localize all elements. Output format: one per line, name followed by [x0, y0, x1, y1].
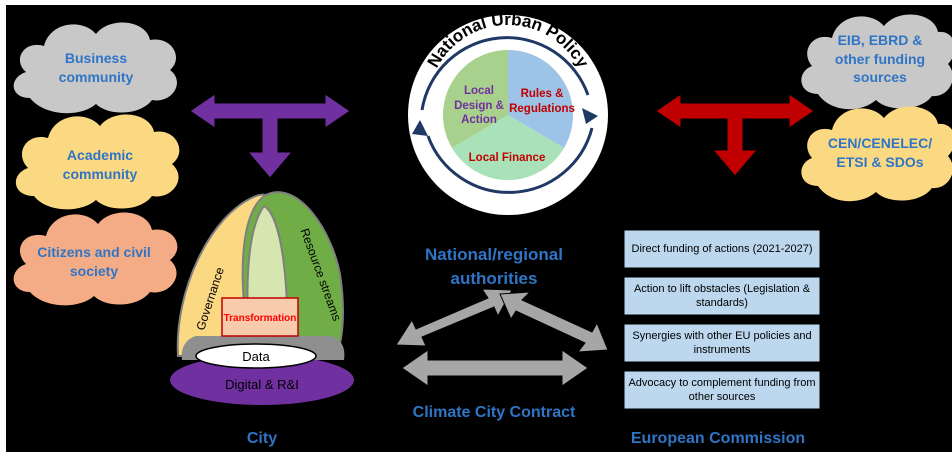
- segment-local-finance: [452, 115, 564, 180]
- city-diagram: Governance Resource streams Transformati…: [170, 191, 354, 405]
- cloud-academic-community: [15, 114, 180, 210]
- transformation-box: [221, 297, 299, 337]
- transformation-label: Transformation: [224, 313, 297, 324]
- red-t-arrow: [655, 93, 815, 177]
- cloud-label-funding: EIB, EBRD & other funding sources: [834, 31, 926, 86]
- climate-city-contract-label: Climate City Contract: [413, 404, 576, 421]
- cloud-label-business: Business community: [58, 50, 134, 85]
- action-lift-obstacles: Action to lift obstacles (Legislation & …: [633, 282, 811, 309]
- cloud-funding-sources: [801, 14, 952, 110]
- grey-triangle-arrows: [395, 288, 609, 387]
- city-label: City: [247, 430, 277, 447]
- cloud-label-standards: CEN/CENELEC/ ETSI & SDOs: [827, 135, 933, 170]
- commission-action-boxes: [623, 229, 821, 410]
- cloud-label-citizens: Citizens and civil society: [37, 244, 151, 279]
- policy-circle: National Urban Policy Local Policy &: [408, 10, 608, 239]
- data-ellipse: [195, 343, 317, 369]
- segment-local-design: [442, 50, 508, 148]
- digital-ri-label: Digital & R&I: [225, 377, 299, 392]
- action-synergies: Synergies with other EU policies and ins…: [632, 329, 812, 356]
- european-commission-label: European Commission: [631, 430, 805, 447]
- segment-label-local-design: Local Design & Action: [454, 84, 504, 127]
- action-advocacy: Advocacy to complement funding from othe…: [628, 376, 816, 403]
- segment-rules-regulations: [508, 50, 573, 148]
- purple-t-arrow: [189, 93, 351, 179]
- cloud-citizens-civil-society: [13, 212, 178, 306]
- segment-label-rules: Rules & Regulations: [509, 88, 575, 115]
- cloud-standardisation-bodies: [801, 106, 952, 202]
- action-direct-funding: Direct funding of actions (2021-2027): [631, 242, 813, 255]
- cloud-label-academic: Academic community: [62, 147, 138, 182]
- cloud-business-community: [13, 22, 177, 114]
- national-authorities-label-line1: National/regional: [425, 245, 563, 264]
- data-label: Data: [242, 349, 270, 364]
- segment-label-local-finance: Local Finance: [468, 152, 546, 164]
- digital-ri-base: [170, 355, 354, 405]
- national-authorities-label-line2: authorities: [451, 269, 538, 288]
